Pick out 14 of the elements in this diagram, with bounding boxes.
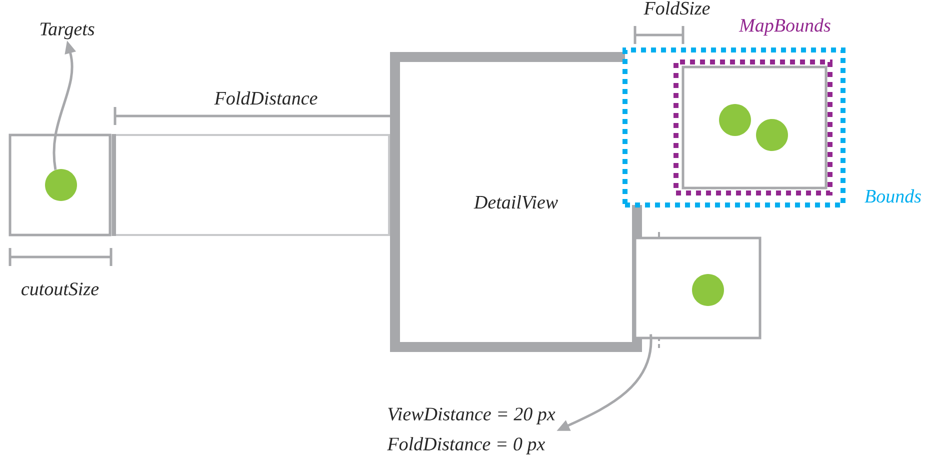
target-dot	[692, 274, 724, 306]
target-dot	[719, 104, 751, 136]
note-text: ViewDistance = 20 px FoldDistance = 0 px	[387, 408, 556, 454]
map-box	[682, 66, 828, 190]
dimension-label: FoldDistance	[214, 91, 318, 105]
view-box	[634, 236, 762, 340]
target-dot	[756, 119, 788, 151]
target-dot	[45, 169, 78, 201]
node-label: MapBounds	[738, 18, 830, 36]
node-label: Bounds	[864, 189, 921, 203]
cutout-box	[8, 134, 112, 236]
dimension-label: FoldSize	[644, 1, 710, 15]
node-label: Targets	[40, 22, 94, 40]
dimension-label: cutoutSize	[22, 282, 99, 296]
